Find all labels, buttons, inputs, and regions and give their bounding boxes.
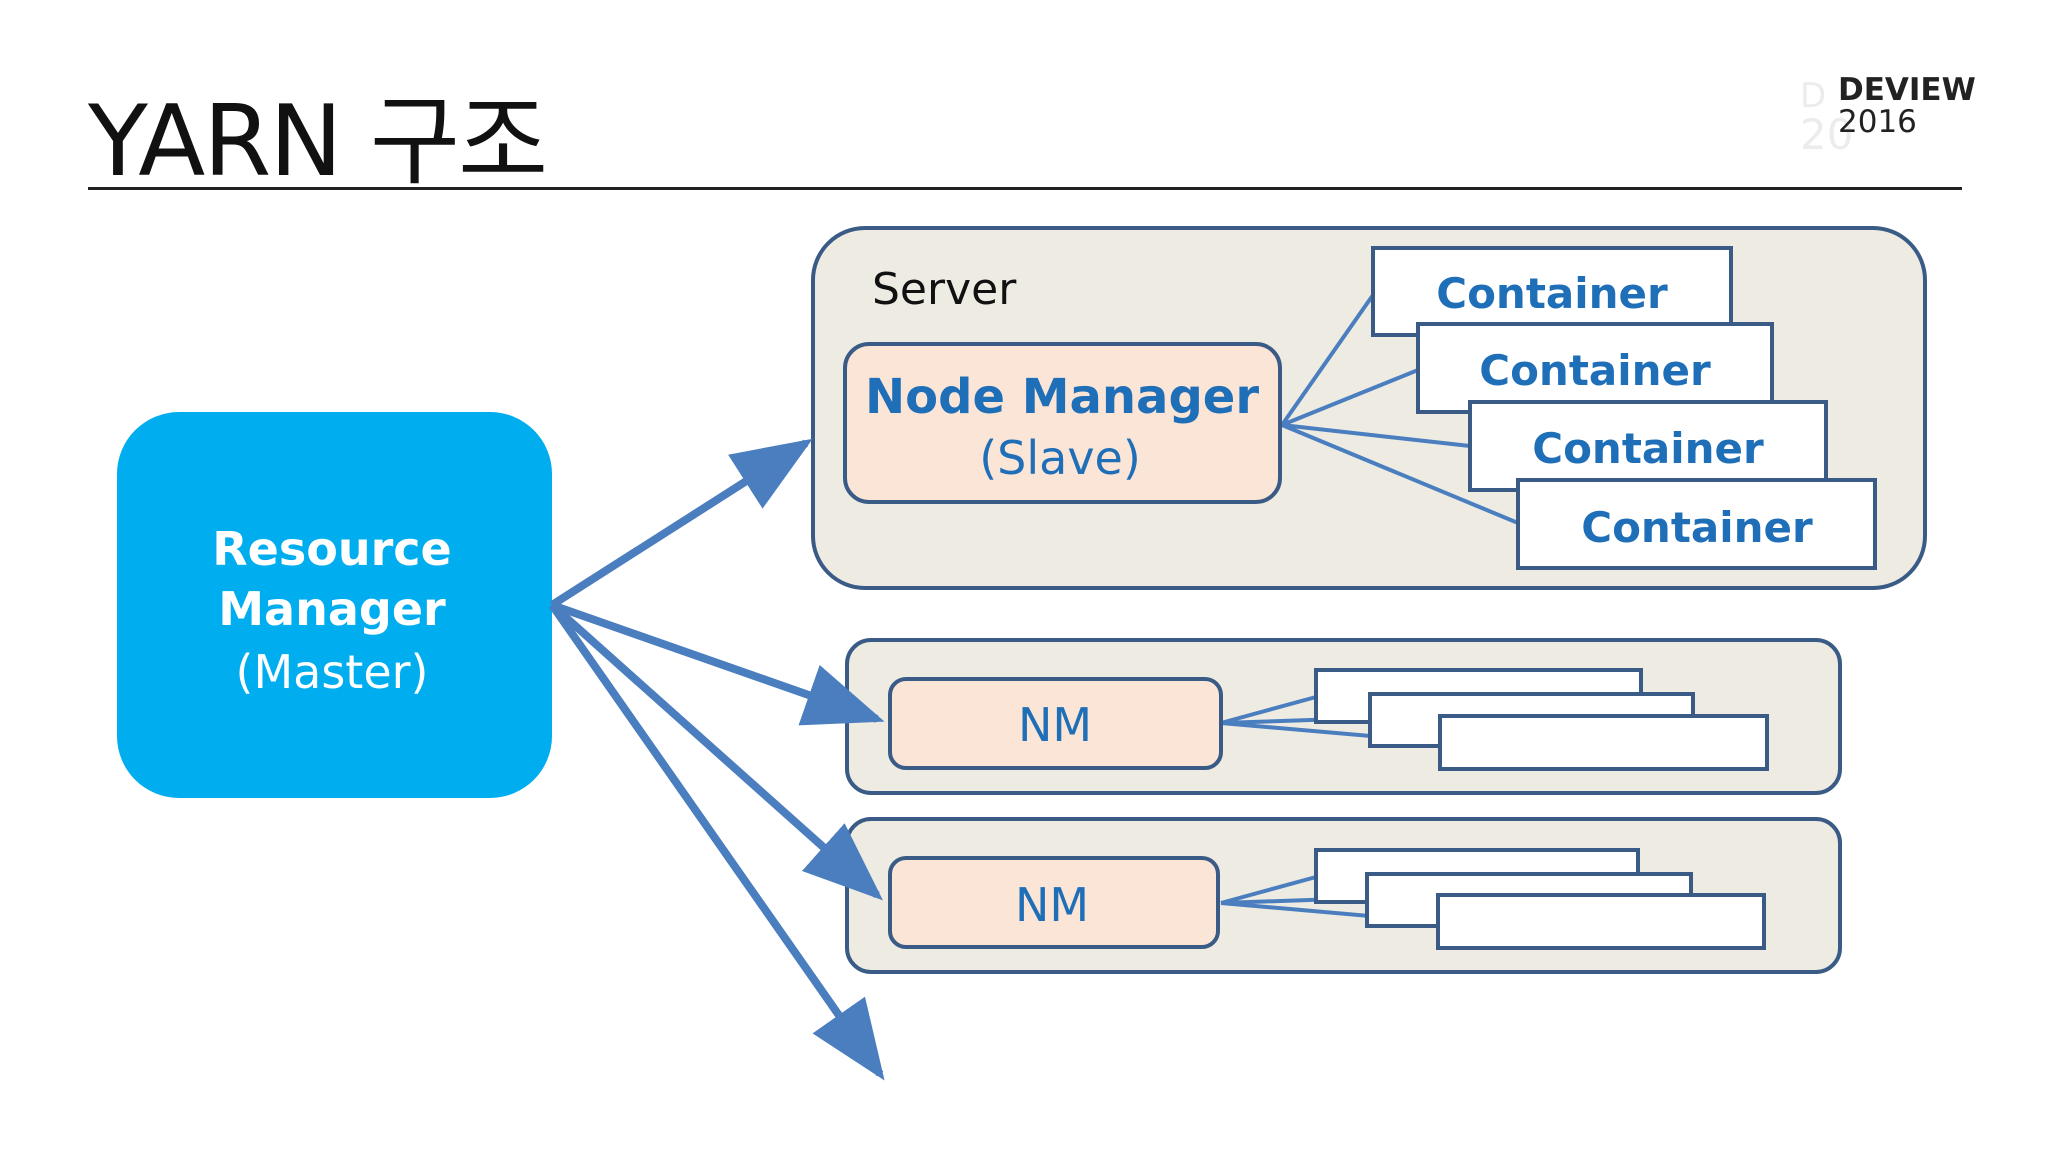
node-manager-name: Node Manager	[865, 369, 1259, 425]
container-label: Container	[1532, 424, 1764, 473]
nm-box	[888, 856, 1220, 949]
container-label: Container	[1581, 503, 1813, 552]
title-divider	[88, 187, 1962, 190]
nm-container-links	[1280, 293, 1519, 525]
logo-brand: DEVIEW	[1838, 72, 1976, 108]
logo-ghost-mark: D	[1800, 76, 1827, 116]
slide-title: YARN 구조	[88, 85, 548, 199]
container-label: Container	[1479, 346, 1711, 395]
container-label: Container	[1436, 269, 1668, 318]
nm-label: NM	[1018, 698, 1092, 752]
container-box	[1416, 322, 1774, 414]
container-box	[1371, 246, 1733, 337]
arrow-to-node-manager	[549, 438, 813, 609]
arrow-to-nm-1	[550, 601, 885, 726]
logo-ghost-mark: 20	[1800, 110, 1854, 159]
resource-manager-line2: Manager	[218, 582, 446, 636]
nm-row-2: NM	[888, 848, 1766, 950]
resource-manager-box	[117, 412, 552, 798]
deview-logo: D 20 DEVIEW 2016	[1800, 70, 1976, 159]
container-box	[1468, 400, 1828, 492]
container-box-small	[1436, 893, 1766, 950]
nm-label: NM	[1015, 878, 1089, 932]
arrow-to-more-nodes	[548, 602, 885, 1081]
node-manager-role: (Slave)	[979, 431, 1141, 485]
nm-box	[888, 677, 1223, 770]
arrow-to-nm-2	[549, 602, 883, 901]
resource-manager-role: (Master)	[236, 645, 429, 699]
node-manager-box	[843, 342, 1282, 504]
logo-year: 2016	[1838, 104, 1917, 140]
container-box	[1516, 478, 1877, 570]
server-label: Server	[872, 264, 1017, 315]
container-box-small	[1438, 714, 1769, 771]
rm-arrows	[548, 438, 885, 1081]
resource-manager-line1: Resource	[212, 522, 452, 576]
nm-row-1: NM	[888, 668, 1769, 771]
server-containers: Container Container Container Container	[1371, 246, 1877, 570]
